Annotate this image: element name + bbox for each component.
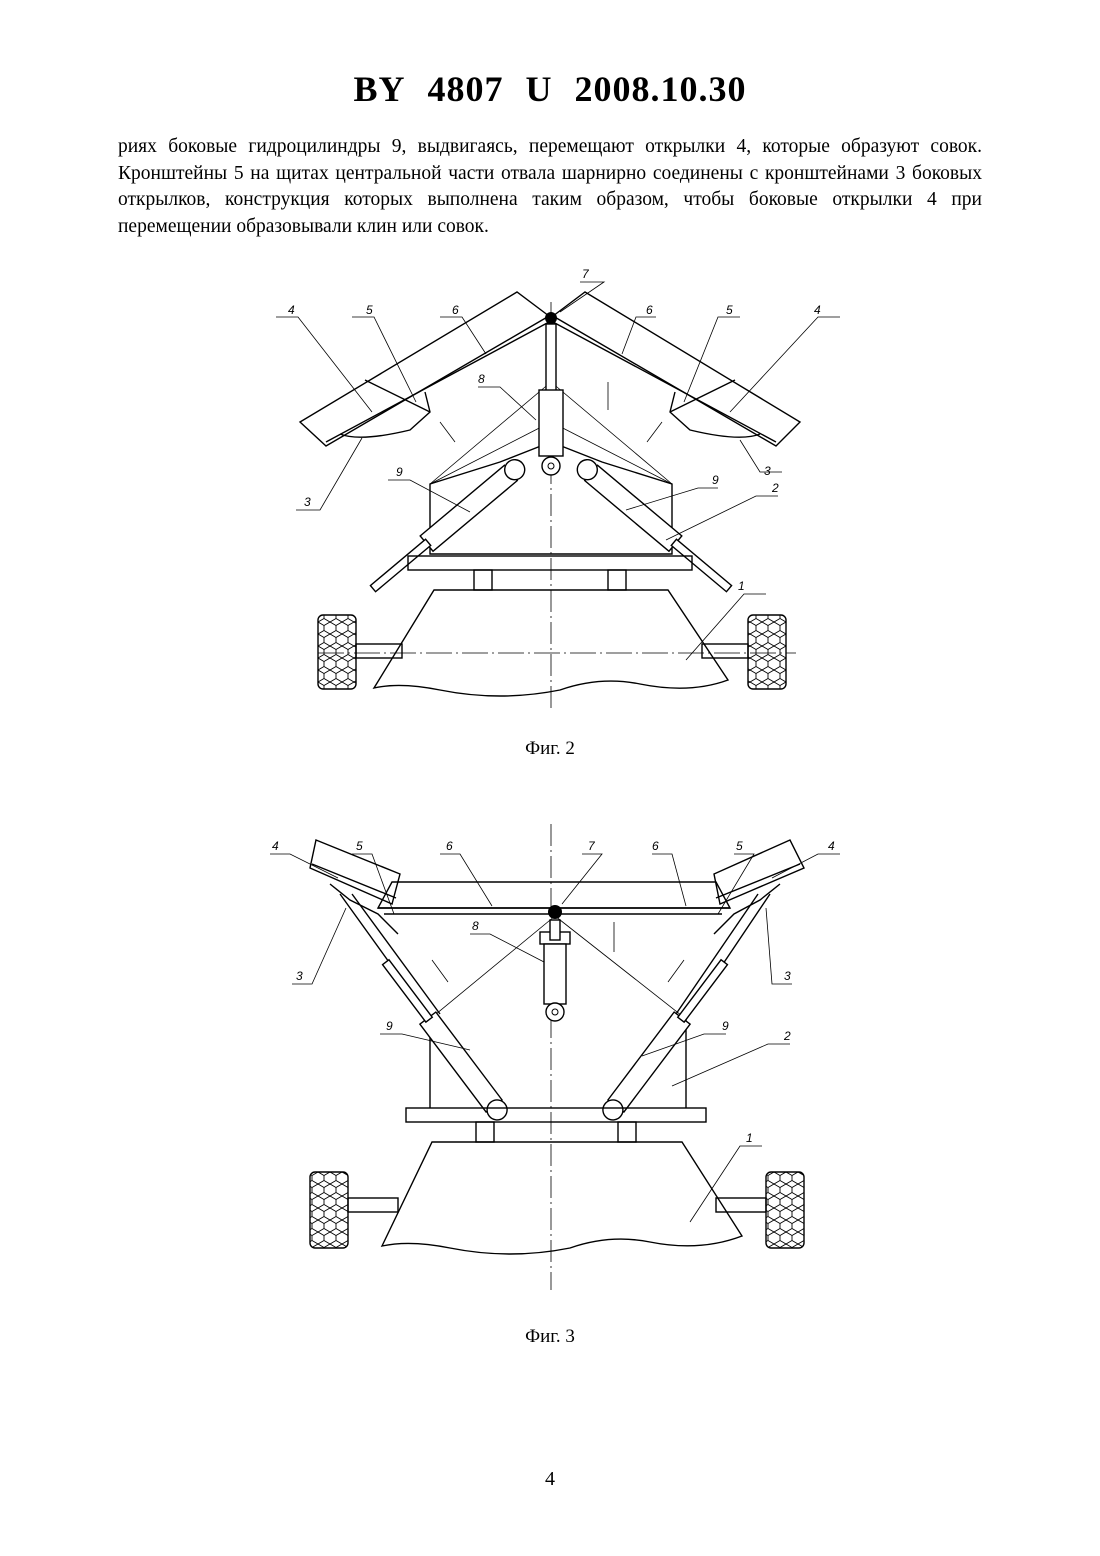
label-1: 1	[746, 1131, 753, 1145]
label-2: 2	[783, 1029, 791, 1043]
label-8: 8	[472, 919, 479, 933]
right-wheel	[748, 615, 786, 689]
right-cylinder-9	[599, 956, 732, 1124]
label-4-right: 4	[828, 839, 835, 853]
cylinder-8-body	[539, 390, 563, 456]
figure-2-drawing: 4 5 6 7 4 5 6 8 3 3 9 9 2 1	[0, 262, 1100, 722]
right-wheel	[766, 1172, 804, 1248]
label-9-left: 9	[396, 465, 403, 479]
label-1: 1	[738, 579, 745, 593]
tractor-1	[382, 1142, 742, 1254]
beam	[406, 1108, 706, 1122]
label-4-left: 4	[272, 839, 279, 853]
label-5-left: 5	[356, 839, 363, 853]
label-8: 8	[478, 372, 485, 386]
label-6-left: 6	[452, 303, 459, 317]
hinge-7	[545, 312, 557, 324]
label-3-left: 3	[296, 969, 303, 983]
label-4-right: 4	[814, 303, 821, 317]
label-3-left: 3	[304, 495, 311, 509]
hinge-7	[548, 905, 562, 919]
left-wheel	[310, 1172, 348, 1248]
page-number: 4	[0, 1468, 1100, 1491]
header-number: 4807	[428, 68, 504, 110]
beam	[408, 556, 692, 570]
label-6-right: 6	[652, 839, 659, 853]
cylinder-8-body	[544, 944, 566, 1004]
patent-header: BY 4807 U 2008.10.30	[0, 68, 1100, 110]
body-paragraph: риях боковые гидроцилиндры 9, выдвигаясь…	[118, 134, 982, 240]
label-6-left: 6	[446, 839, 453, 853]
left-cylinder-9	[367, 456, 529, 597]
header-date: 2008.10.30	[575, 68, 747, 110]
header-country: BY	[353, 68, 405, 110]
left-cylinder-9	[378, 956, 511, 1124]
label-9-left: 9	[386, 1019, 393, 1033]
label-5-right: 5	[726, 303, 733, 317]
label-9-right: 9	[712, 473, 719, 487]
label-9-right: 9	[722, 1019, 729, 1033]
label-2: 2	[771, 481, 779, 495]
label-6-right: 6	[646, 303, 653, 317]
figure-2-caption: Фиг. 2	[0, 738, 1100, 760]
cylinder-8-rod	[546, 324, 556, 392]
label-7: 7	[582, 267, 590, 281]
figure-3-drawing: 4 5 6 7 6 5 4 8 3 3 9 9 2 1	[0, 824, 1100, 1294]
right-bracket	[670, 392, 760, 437]
label-3-right: 3	[764, 464, 771, 478]
figure-3-caption: Фиг. 3	[0, 1326, 1100, 1348]
left-blade	[300, 292, 549, 446]
right-blade	[553, 292, 800, 446]
left-wheel	[318, 615, 356, 689]
label-5-left: 5	[366, 303, 373, 317]
label-5-right: 5	[736, 839, 743, 853]
label-4-left: 4	[288, 303, 295, 317]
straight-blade	[378, 882, 730, 908]
header-kind: U	[526, 68, 553, 110]
label-3-right: 3	[784, 969, 791, 983]
label-7: 7	[588, 839, 596, 853]
right-wing	[714, 840, 804, 904]
